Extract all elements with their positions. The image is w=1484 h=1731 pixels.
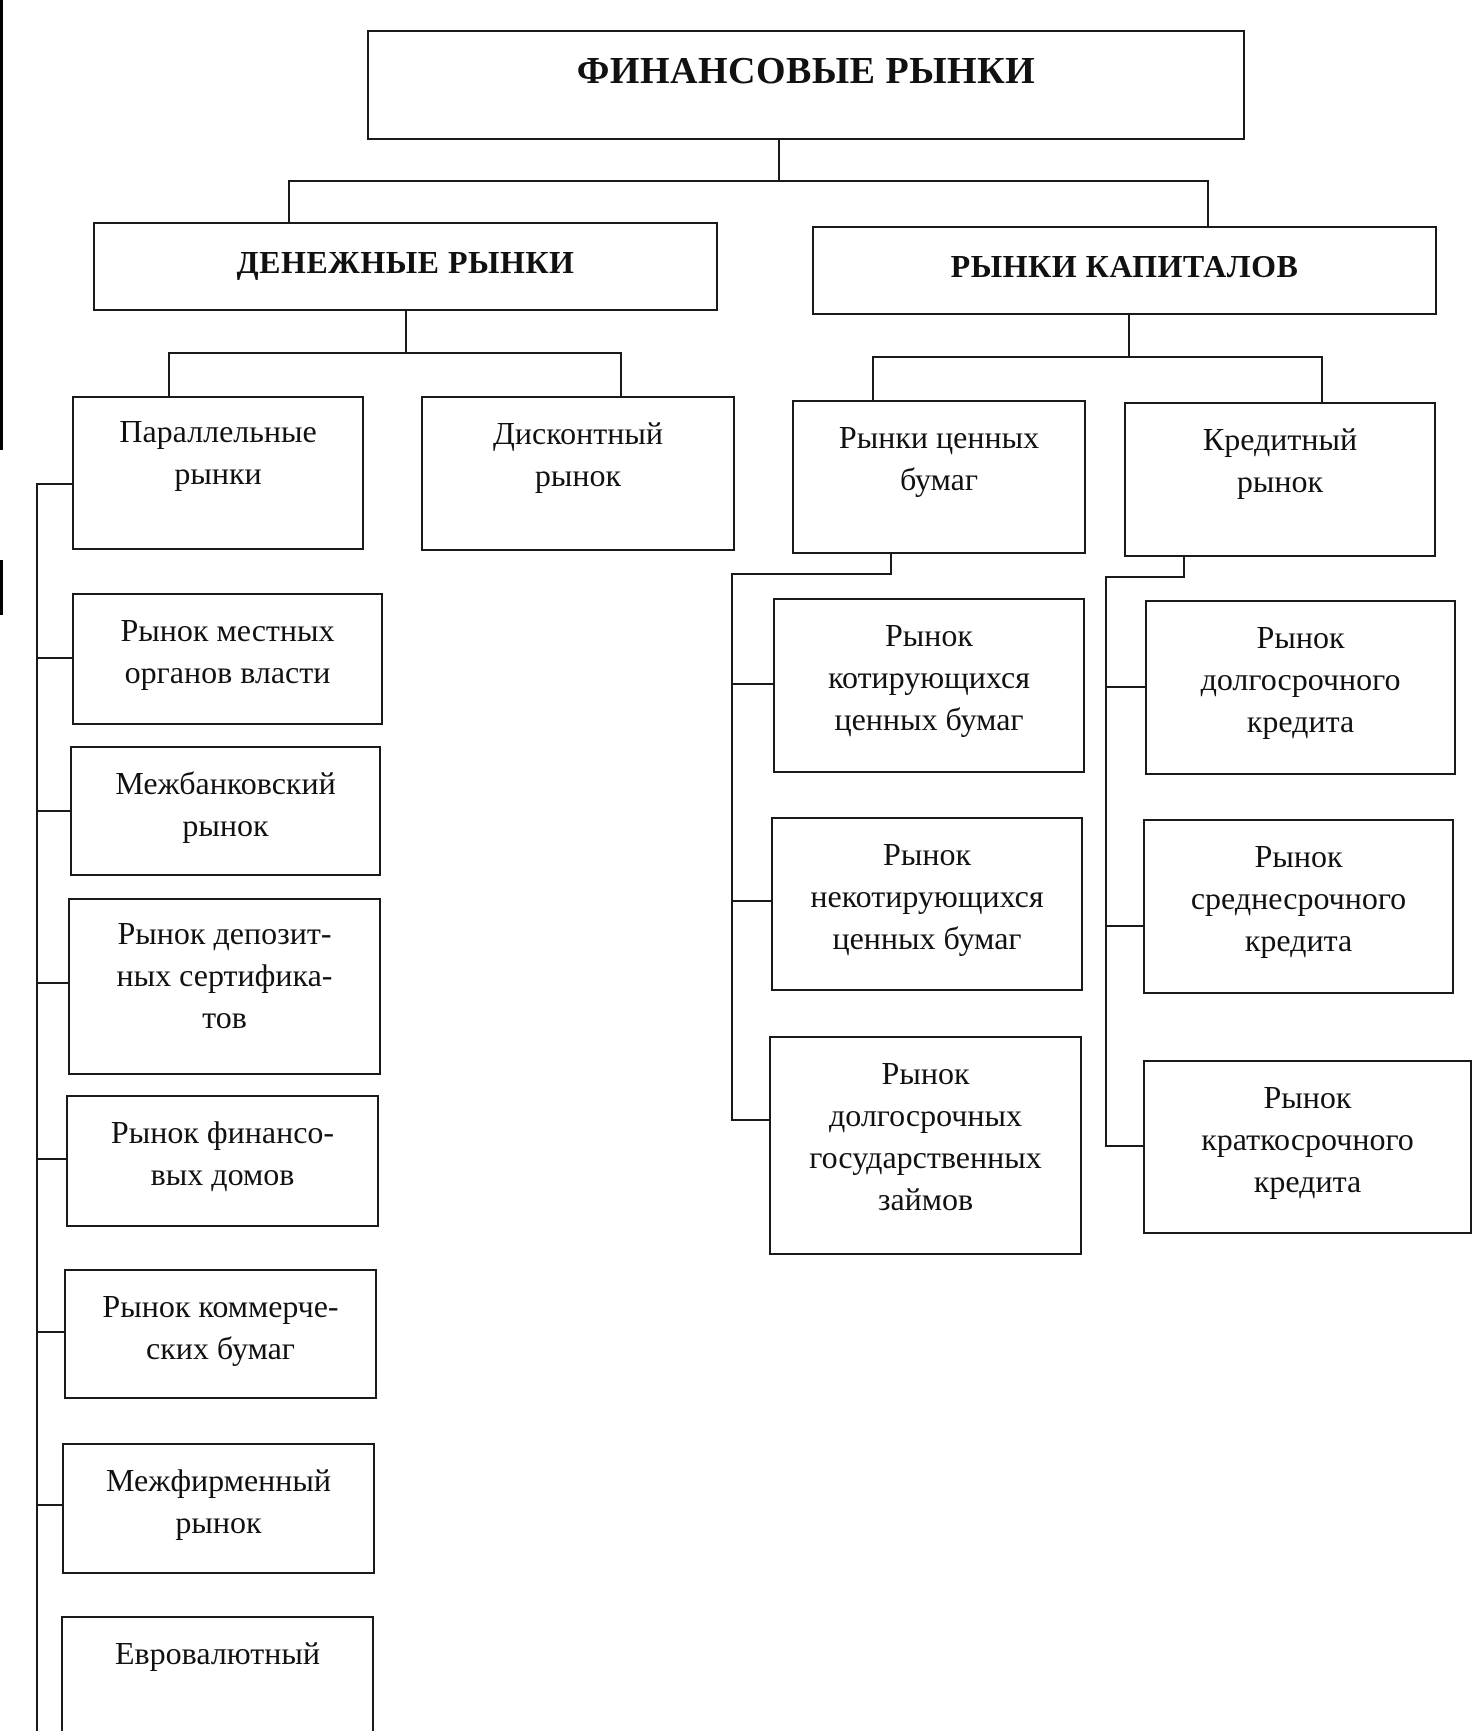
connector	[731, 573, 733, 1121]
connector	[1128, 313, 1130, 358]
scan-edge-mark	[0, 560, 3, 615]
securities-item: Рынок некотирующихся ценных бумаг	[771, 817, 1083, 991]
connector	[36, 810, 70, 812]
parallel-item: Межфирменный рынок	[62, 1443, 375, 1574]
connector	[1105, 576, 1185, 578]
securities-item-label: Рынок долгосрочных государственных займо…	[809, 1055, 1042, 1217]
securities-item-label: Рынок котирующихся ценных бумаг	[828, 617, 1030, 737]
credit-market-label: Кредитный рынок	[1202, 421, 1358, 499]
connector	[731, 573, 892, 575]
connector	[890, 552, 892, 574]
connector	[288, 180, 290, 222]
credit-item-label: Рынок среднесрочного кредита	[1190, 838, 1407, 958]
credit-item-label: Рынок долгосрочного кредита	[1200, 619, 1401, 739]
money-markets-label: ДЕНЕЖНЫЕ РЫНКИ	[236, 244, 575, 280]
connector	[36, 1158, 66, 1160]
capital-markets-box: РЫНКИ КАПИТАЛОВ	[812, 226, 1437, 315]
connector	[1105, 686, 1145, 688]
parallel-item: Евровалютный	[61, 1616, 374, 1731]
connector	[36, 483, 38, 1731]
connector	[36, 1331, 64, 1333]
connector	[620, 352, 622, 396]
connector	[872, 356, 1323, 358]
credit-item: Рынок краткосрочного кредита	[1143, 1060, 1472, 1234]
parallel-item-label: Рынок коммерче- ских бумаг	[102, 1288, 339, 1366]
securities-item-label: Рынок некотирующихся ценных бумаг	[810, 836, 1044, 956]
parallel-item: Рынок коммерче- ских бумаг	[64, 1269, 377, 1399]
connector	[1321, 356, 1323, 402]
parallel-item-label: Рынок финансо- вых домов	[110, 1114, 335, 1192]
connector	[36, 982, 68, 984]
connector	[731, 683, 773, 685]
securities-item: Рынок долгосрочных государственных займо…	[769, 1036, 1082, 1255]
securities-markets-box: Рынки ценных бумаг	[792, 400, 1086, 554]
parallel-item-label: Межфирменный рынок	[105, 1462, 332, 1540]
scan-edge-mark	[0, 0, 3, 450]
parallel-item-label: Евровалютный	[114, 1635, 320, 1671]
connector	[731, 1119, 769, 1121]
discount-market-box: Дисконтный рынок	[421, 396, 735, 551]
securities-item: Рынок котирующихся ценных бумаг	[773, 598, 1085, 773]
parallel-item: Рынок депозит- ных сертифика- тов	[68, 898, 381, 1075]
connector	[1183, 555, 1185, 577]
parallel-item: Рынок финансо- вых домов	[66, 1095, 379, 1227]
connector	[731, 900, 771, 902]
root-label: ФИНАНСОВЫЕ РЫНКИ	[576, 50, 1036, 92]
connector	[1105, 576, 1107, 1147]
parallel-markets-box: Параллельные рынки	[72, 396, 364, 550]
parallel-item: Межбанковский рынок	[70, 746, 381, 876]
connector	[405, 309, 407, 354]
parallel-item-label: Межбанковский рынок	[115, 765, 336, 843]
parallel-markets-label: Параллельные рынки	[119, 413, 317, 491]
parallel-item: Рынок местных органов власти	[72, 593, 383, 725]
connector	[36, 1504, 62, 1506]
credit-item: Рынок долгосрочного кредита	[1145, 600, 1456, 775]
connector	[778, 138, 780, 182]
connector	[168, 352, 622, 354]
connector	[168, 352, 170, 396]
capital-markets-label: РЫНКИ КАПИТАЛОВ	[950, 248, 1299, 284]
parallel-item-label: Рынок местных органов власти	[120, 612, 335, 690]
connector	[36, 483, 74, 485]
credit-market-box: Кредитный рынок	[1124, 402, 1436, 557]
connector	[36, 657, 72, 659]
connector	[1207, 180, 1209, 226]
connector	[288, 180, 1209, 182]
parallel-item-label: Рынок депозит- ных сертифика- тов	[116, 915, 333, 1035]
connector	[872, 356, 874, 400]
root-box: ФИНАНСОВЫЕ РЫНКИ	[367, 30, 1245, 140]
discount-market-label: Дисконтный рынок	[493, 415, 663, 493]
credit-item-label: Рынок краткосрочного кредита	[1201, 1079, 1414, 1199]
connector	[1105, 925, 1143, 927]
credit-item: Рынок среднесрочного кредита	[1143, 819, 1454, 994]
connector	[1105, 1145, 1143, 1147]
money-markets-box: ДЕНЕЖНЫЕ РЫНКИ	[93, 222, 718, 311]
securities-markets-label: Рынки ценных бумаг	[838, 419, 1040, 497]
